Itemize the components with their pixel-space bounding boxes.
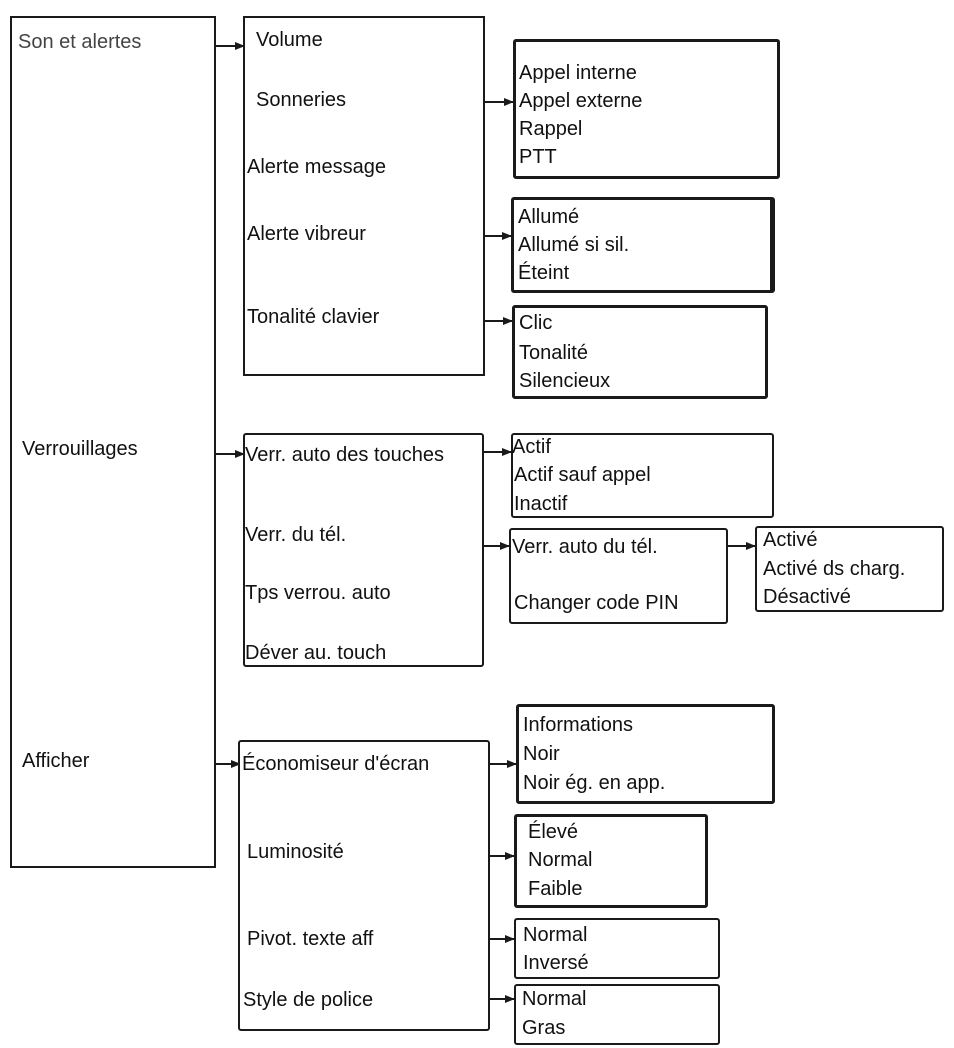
economiseur-options-box (516, 704, 775, 804)
menu-son-et-alertes[interactable]: Son et alertes (18, 31, 142, 53)
son-submenu-box (243, 16, 485, 376)
clavier-options-box (512, 305, 768, 399)
option-informations[interactable]: Informations (523, 714, 634, 736)
option-faible[interactable]: Faible (528, 878, 583, 900)
option-changer-code-pin[interactable]: Changer code PIN (514, 592, 679, 614)
aff-item-pivot-texte[interactable]: Pivot. texte aff (247, 928, 374, 950)
menu-afficher[interactable]: Afficher (22, 750, 90, 772)
son-item-alerte-vibreur[interactable]: Alerte vibreur (247, 223, 366, 245)
option-actif-sauf-appel[interactable]: Actif sauf appel (514, 464, 651, 486)
option-active[interactable]: Activé (763, 529, 818, 551)
root-menu-box (10, 16, 216, 868)
son-item-sonneries[interactable]: Sonneries (256, 89, 347, 111)
touches-options-box (511, 433, 774, 518)
option-clic[interactable]: Clic (519, 312, 553, 334)
option-allume-si-sil[interactable]: Allumé si sil. (518, 234, 630, 256)
aff-item-style-police[interactable]: Style de police (243, 989, 374, 1011)
option-active-ds-charg[interactable]: Activé ds charg. (763, 558, 906, 580)
option-appel-interne[interactable]: Appel interne (519, 62, 637, 84)
aff-item-economiseur[interactable]: Économiseur d'écran (242, 753, 430, 775)
son-item-alerte-message[interactable]: Alerte message (247, 156, 386, 178)
verr-item-verr-tel[interactable]: Verr. du tél. (245, 524, 347, 546)
option-gras[interactable]: Gras (522, 1017, 566, 1039)
option-silencieux[interactable]: Silencieux (519, 370, 611, 392)
pivot-options-box (514, 918, 720, 979)
aff-submenu-box (238, 740, 490, 1031)
aff-item-luminosite[interactable]: Luminosité (247, 841, 344, 863)
option-ptt[interactable]: PTT (519, 146, 557, 168)
verr-item-auto-touches[interactable]: Verr. auto des touches (245, 444, 445, 466)
option-normal-luminosite[interactable]: Normal (528, 849, 593, 871)
menu-verrouillages[interactable]: Verrouillages (22, 438, 138, 460)
option-inactif[interactable]: Inactif (514, 493, 568, 515)
option-noir[interactable]: Noir (523, 743, 560, 765)
option-eleve[interactable]: Élevé (528, 821, 579, 843)
tel-options-box (509, 528, 728, 624)
option-normal-pivot[interactable]: Normal (523, 924, 588, 946)
option-verr-auto-tel[interactable]: Verr. auto du tél. (512, 536, 658, 558)
auto-tel-options-box (755, 526, 944, 612)
option-eteint[interactable]: Éteint (518, 262, 570, 284)
luminosite-options-box (514, 814, 708, 908)
option-actif[interactable]: Actif (512, 436, 551, 458)
option-normal-police[interactable]: Normal (522, 988, 587, 1010)
police-options-box (514, 984, 720, 1045)
option-tonalite[interactable]: Tonalité (519, 342, 588, 364)
vibreur-options-box (511, 197, 775, 293)
son-item-tonalite-clavier[interactable]: Tonalité clavier (247, 306, 380, 328)
option-appel-externe[interactable]: Appel externe (519, 90, 643, 112)
verr-item-tps-verrou[interactable]: Tps verrou. auto (245, 582, 391, 604)
verr-item-dever-touch[interactable]: Déver au. touch (245, 642, 387, 664)
sonneries-options-box (513, 39, 780, 179)
option-allume[interactable]: Allumé (518, 206, 580, 228)
option-inverse[interactable]: Inversé (523, 952, 589, 974)
option-rappel[interactable]: Rappel (519, 118, 583, 140)
verr-submenu-box (243, 433, 484, 667)
option-desactive[interactable]: Désactivé (763, 586, 851, 608)
option-noir-eg-en-app[interactable]: Noir ég. en app. (523, 772, 666, 794)
son-item-volume[interactable]: Volume (256, 29, 323, 51)
